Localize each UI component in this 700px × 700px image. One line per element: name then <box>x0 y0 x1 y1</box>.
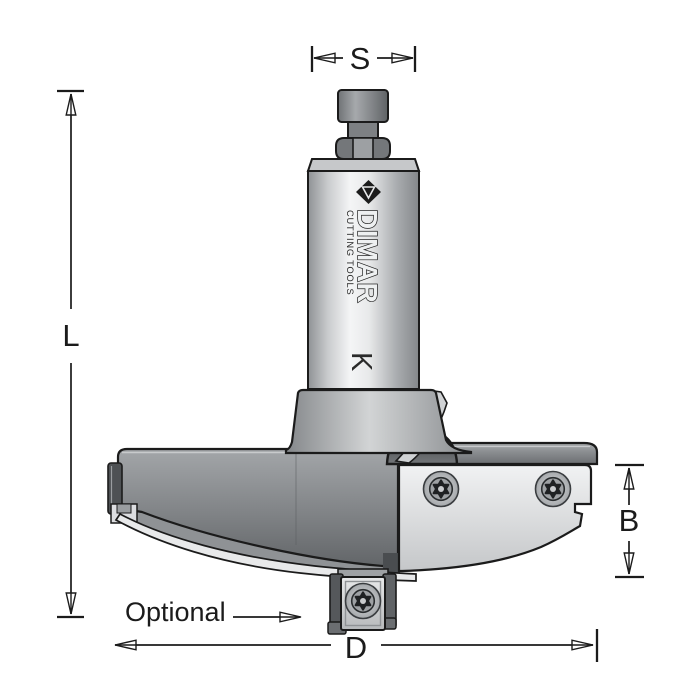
torx-screw-icon <box>344 582 382 620</box>
hex-nut <box>335 137 391 160</box>
cutter-wing-left <box>116 447 400 574</box>
shank-letter: K <box>345 352 377 372</box>
brand-tagline: CUTTING TOOLS <box>345 210 355 295</box>
torx-screw-icon <box>422 470 460 508</box>
dimension-shank-width <box>310 46 417 72</box>
dimension-overall-length <box>57 89 84 619</box>
label-diameter: D <box>345 630 367 665</box>
label-body-height: B <box>619 503 640 538</box>
brand-mark-icon <box>356 180 381 204</box>
optional-bottom-insert <box>327 568 397 635</box>
hub-collar <box>284 388 473 455</box>
optional-note: Optional <box>125 597 226 627</box>
label-overall-length: L <box>62 318 79 353</box>
optional-arrow <box>233 611 302 623</box>
arbor-screw-cap <box>337 89 389 139</box>
brand-name: DIMAR <box>352 209 383 303</box>
brand-logo: DIMAR CUTTING TOOLS <box>345 180 384 304</box>
insert-knife-plate <box>397 463 593 573</box>
shank <box>306 158 421 390</box>
torx-screw-icon <box>534 470 572 508</box>
dimension-body-height <box>615 463 644 579</box>
label-shank-width: S <box>350 41 371 76</box>
dimension-diameter <box>114 629 599 662</box>
